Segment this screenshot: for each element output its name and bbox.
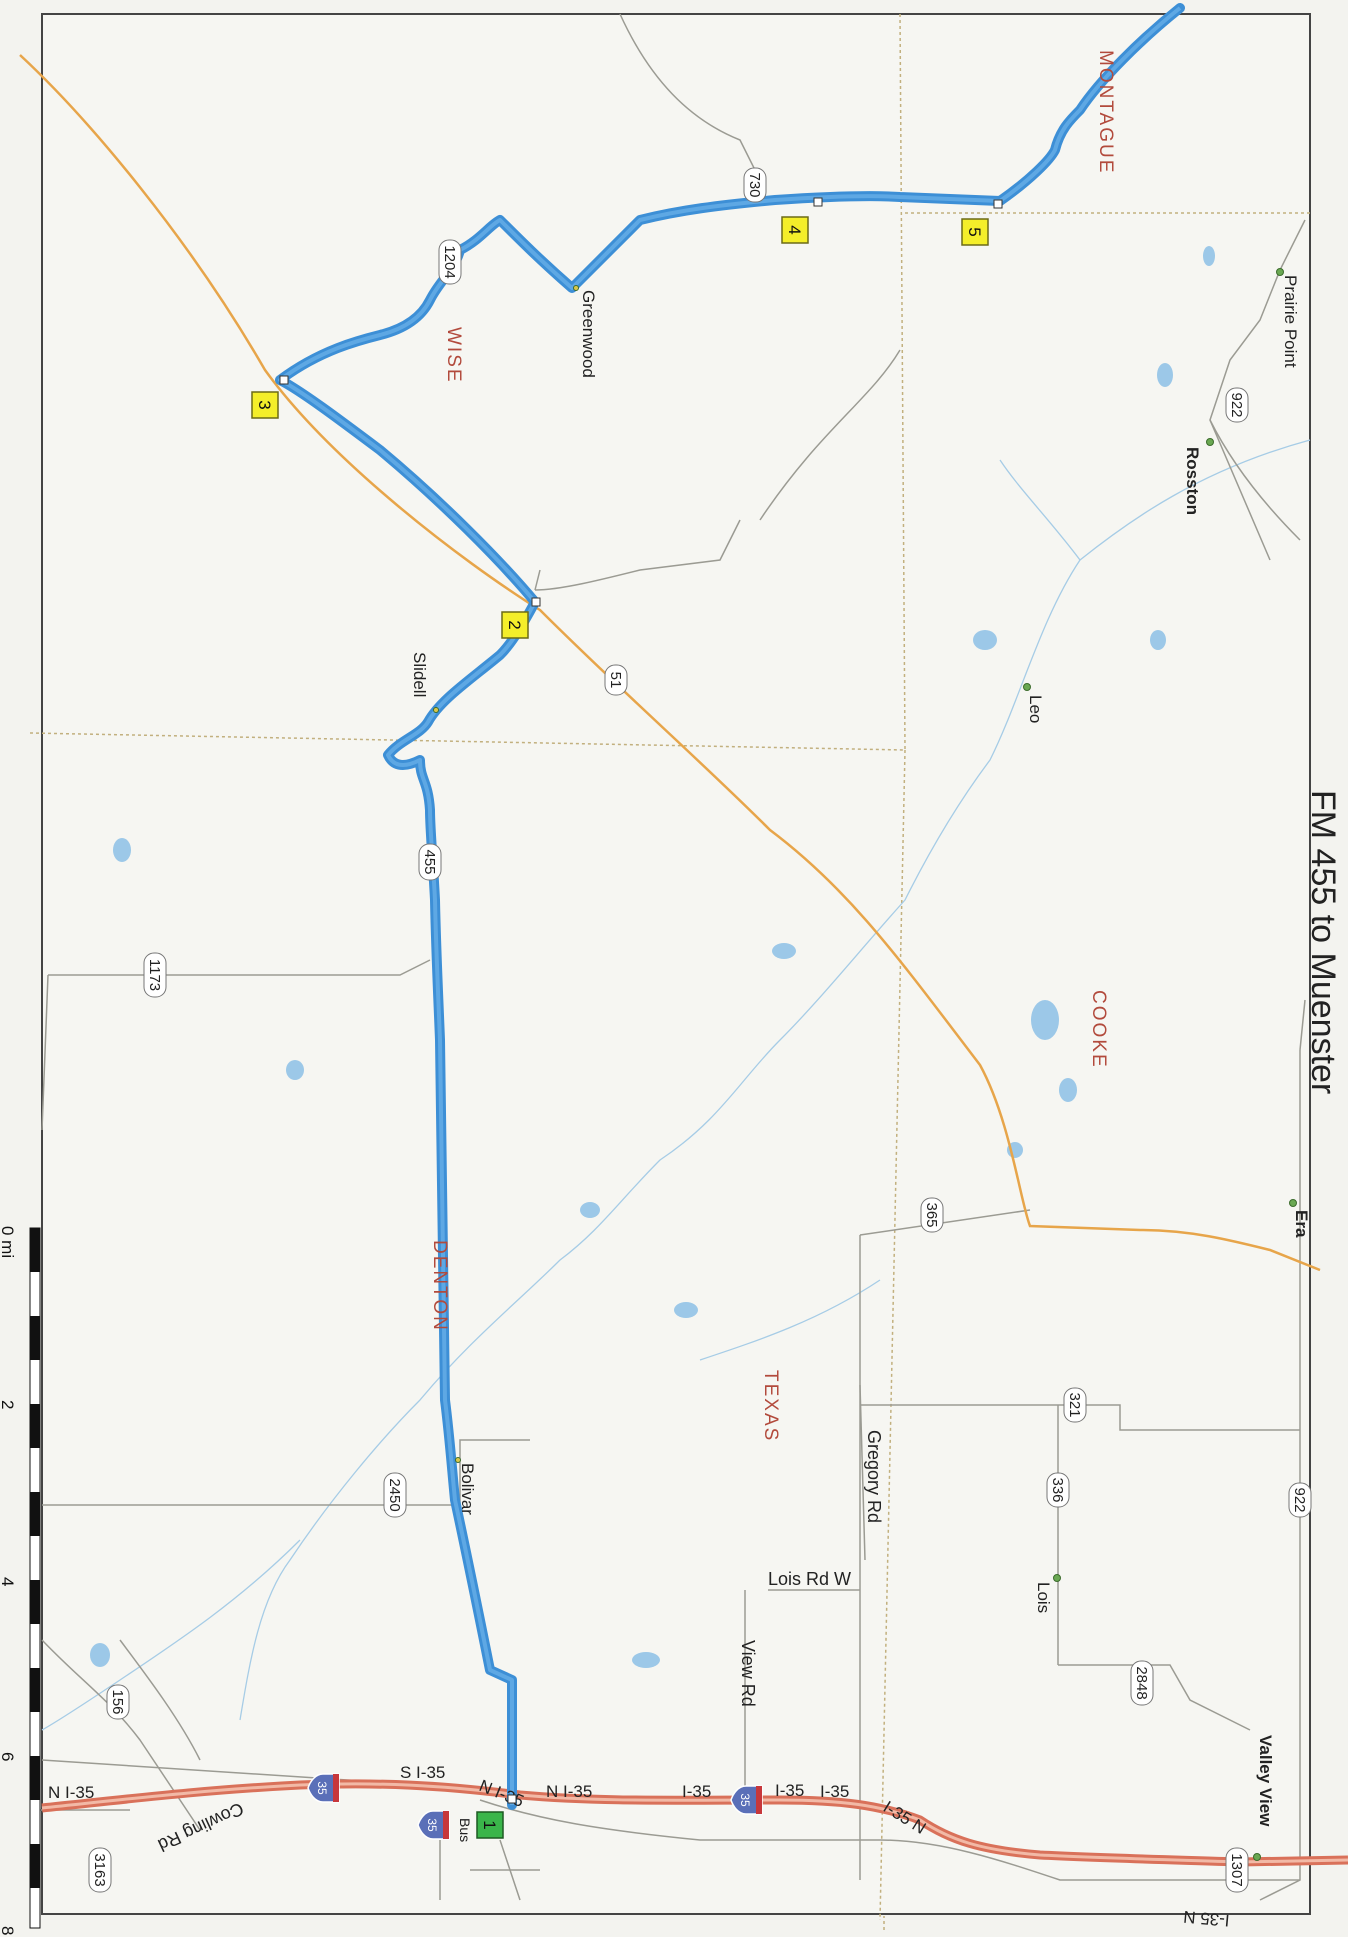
creeks: [41, 439, 1311, 1731]
shield-455-label: 455: [421, 849, 438, 874]
bus-label: Bus: [457, 1818, 473, 1842]
shield-321: 321: [1063, 1387, 1087, 1423]
i35-bus-shield: 35: [417, 1810, 450, 1840]
shield-730: 730: [743, 167, 767, 203]
i35-label-0: N I-35: [48, 1783, 94, 1802]
view-rd-label: View Rd: [738, 1640, 758, 1707]
town-prairie-point: Prairie Point: [1281, 275, 1300, 368]
waypoint-4[interactable]: 4: [781, 216, 809, 244]
shield-156: 156: [106, 1684, 130, 1720]
waypoint-4-label: 4: [785, 225, 804, 234]
ponds: [90, 246, 1215, 1668]
scale-label-4: 4: [0, 1577, 17, 1586]
shield-321-label: 321: [1066, 1392, 1083, 1417]
shield-51: 51: [604, 664, 628, 696]
i35-label-3: N I-35: [546, 1782, 592, 1801]
i35-shield-west-label: 35: [315, 1781, 329, 1795]
county-cooke: COOKE: [1088, 990, 1109, 1069]
shield-2848-label: 2848: [1133, 1666, 1150, 1699]
waypoint-3[interactable]: 3: [251, 391, 279, 419]
shield-1173: 1173: [143, 952, 167, 998]
town-bolivar: Bolivar: [458, 1463, 477, 1515]
county-boundaries: [29, 13, 1310, 1930]
i35-shield-east: 35: [730, 1785, 763, 1815]
shield-922-south: 922: [1288, 1482, 1312, 1518]
waypoint-2-dot: [531, 597, 541, 607]
waypoint-1[interactable]: 1: [476, 1811, 504, 1839]
county-denton: DENTON: [429, 1240, 450, 1332]
i35-label-5: I-35: [775, 1781, 804, 1800]
shield-922-north: 922: [1225, 387, 1249, 423]
shield-1307: 1307: [1225, 1847, 1249, 1893]
waypoint-1-dot: [507, 1794, 517, 1804]
county-labels: MONTAGUE WISE COOKE DENTON TEXAS: [429, 50, 1116, 1442]
town-labels: Greenwood Slidell Leo Prairie Point Ross…: [410, 275, 1311, 1827]
shield-3163-label: 3163: [91, 1853, 108, 1886]
town-era: Era: [1292, 1210, 1311, 1238]
waypoint-4-dot: [813, 197, 823, 207]
i35-shield-east-label: 35: [738, 1793, 752, 1807]
town-greenwood: Greenwood: [579, 290, 598, 378]
town-slidell: Slidell: [410, 652, 429, 697]
county-wise: WISE: [443, 327, 464, 384]
town-lois: Lois: [1034, 1582, 1053, 1613]
i35-label-8: I-35 N: [1183, 1907, 1231, 1930]
shield-365-label: 365: [923, 1202, 940, 1227]
shield-365: 365: [920, 1197, 944, 1233]
i35-shield-west: 35: [307, 1773, 340, 1803]
shield-730-label: 730: [746, 172, 763, 197]
shield-2450: 2450: [383, 1472, 407, 1518]
shield-1173-label: 1173: [146, 959, 163, 991]
scale-label-8: 8: [0, 1926, 17, 1935]
i35-label-4: I-35: [682, 1782, 711, 1801]
minor-roads: [40, 13, 1306, 1901]
shield-922-south-label: 922: [1291, 1487, 1308, 1512]
shield-2848: 2848: [1130, 1660, 1154, 1706]
interstate-shields: 35 35 Bus 35: [307, 1773, 763, 1842]
waypoints: 1 2 3 4 5: [251, 197, 1003, 1839]
waypoint-3-label: 3: [255, 400, 274, 409]
shield-51-label: 51: [607, 672, 624, 689]
waypoint-3-dot: [279, 375, 289, 385]
waypoint-1-label: 1: [480, 1820, 499, 1829]
town-leo: Leo: [1026, 695, 1045, 723]
shield-922-north-label: 922: [1228, 392, 1245, 417]
town-valley-view: Valley View: [1256, 1735, 1275, 1827]
interstate-35: [41, 1779, 1348, 1867]
waypoint-5-label: 5: [965, 227, 984, 236]
map-title: FM 455 to Muenster: [1304, 790, 1342, 1094]
gregory-rd-label: Gregory Rd: [864, 1430, 884, 1523]
county-montague: MONTAGUE: [1095, 50, 1116, 174]
shield-2450-label: 2450: [386, 1478, 403, 1511]
scale-label-0: 0 mi: [0, 1226, 17, 1258]
waypoint-5-dot: [993, 199, 1003, 209]
scale-bar: 0 mi 2 4 6 8: [0, 1226, 41, 1935]
scale-label-2: 2: [0, 1400, 17, 1409]
i35-label-1: S I-35: [400, 1763, 445, 1782]
waypoint-5[interactable]: 5: [961, 218, 989, 246]
shield-336-label: 336: [1049, 1477, 1066, 1502]
shield-1204: 1204: [438, 239, 462, 285]
waypoint-2-label: 2: [505, 620, 524, 629]
town-rosston: Rosston: [1183, 447, 1202, 515]
shield-3163: 3163: [88, 1847, 112, 1893]
shield-1307-label: 1307: [1228, 1853, 1245, 1886]
i35-label-6: I-35: [820, 1782, 849, 1801]
sh51-road: [19, 54, 1321, 1272]
map-frame: [41, 13, 1311, 1915]
town-markers: [433, 268, 1297, 1861]
waypoint-2[interactable]: 2: [501, 611, 529, 639]
shield-455: 455: [418, 843, 442, 881]
shield-1204-label: 1204: [441, 245, 458, 278]
county-texas: TEXAS: [760, 1370, 781, 1442]
scale-label-6: 6: [0, 1752, 17, 1761]
road-shields: 730 1204 51 455 1173 922 922 365: [88, 167, 1312, 1893]
shield-156-label: 156: [109, 1689, 126, 1714]
lois-rd-w-label: Lois Rd W: [768, 1569, 851, 1589]
shield-336: 336: [1046, 1472, 1070, 1508]
i35-bus-shield-label: 35: [425, 1818, 439, 1832]
